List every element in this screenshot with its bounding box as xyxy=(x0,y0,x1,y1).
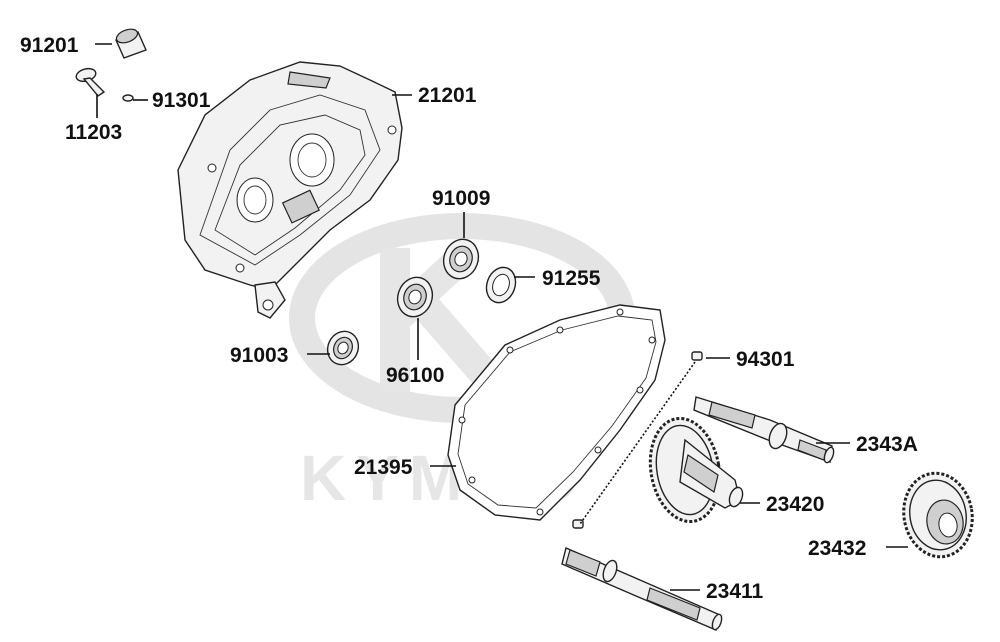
oil-seal-part[interactable] xyxy=(482,263,521,306)
part-labels: 91201 91301 11203 21201 91009 91255 9100… xyxy=(20,34,918,603)
label-91009: 91009 xyxy=(432,187,490,210)
leader-lines xyxy=(95,43,908,591)
label-96100: 96100 xyxy=(386,364,444,387)
label-21201: 21201 xyxy=(418,84,477,107)
gearbox-cover-part[interactable] xyxy=(177,61,403,319)
label-23420: 23420 xyxy=(766,493,824,516)
small-o-ring-part[interactable] xyxy=(122,94,134,102)
drive-shaft-23411-part[interactable] xyxy=(561,547,723,631)
drive-gear-23420-part[interactable] xyxy=(642,413,745,527)
label-21395: 21395 xyxy=(354,456,413,479)
label-23411: 23411 xyxy=(706,580,764,603)
label-11203: 11203 xyxy=(65,121,122,144)
bearing-96100-part[interactable] xyxy=(392,272,438,321)
label-2343A: 2343A xyxy=(856,433,918,456)
gasket-part[interactable] xyxy=(447,304,666,521)
bolt-part[interactable] xyxy=(75,67,106,97)
label-91255: 91255 xyxy=(542,267,601,290)
label-23432: 23432 xyxy=(808,537,866,560)
bearing-91009-part[interactable] xyxy=(438,234,484,283)
sleeve-bushing-part[interactable] xyxy=(115,27,147,59)
final-shaft-part[interactable] xyxy=(693,396,835,464)
bearing-91003-part[interactable] xyxy=(322,326,364,369)
label-94301: 94301 xyxy=(736,348,795,371)
label-91301: 91301 xyxy=(152,89,211,112)
label-91003: 91003 xyxy=(230,344,288,367)
dowel-pin-part[interactable] xyxy=(572,351,703,529)
gear-23432-part[interactable] xyxy=(897,468,979,563)
label-91201: 91201 xyxy=(20,34,79,57)
